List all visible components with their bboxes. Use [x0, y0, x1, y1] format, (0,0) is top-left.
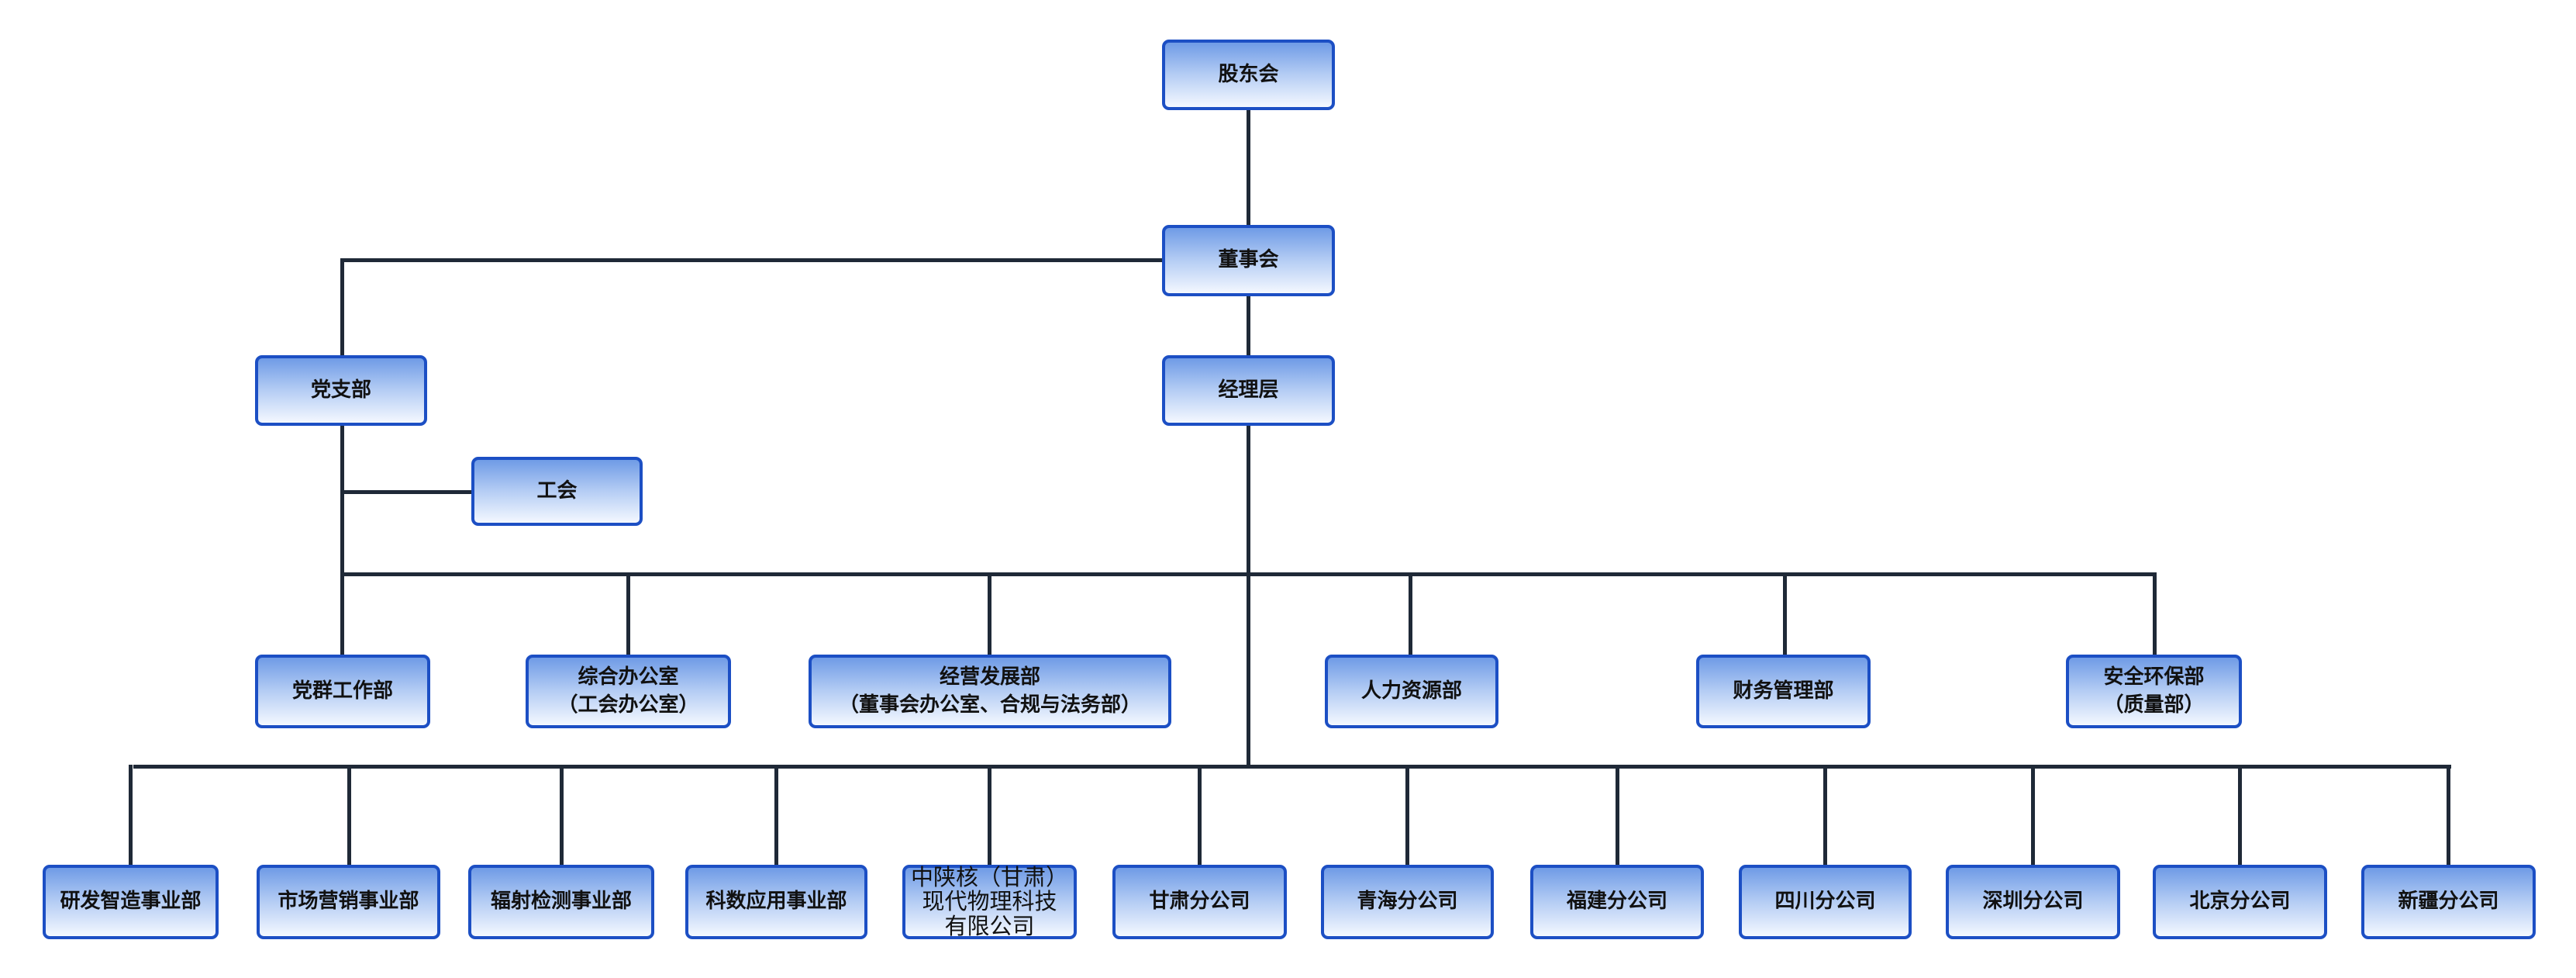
node-label: 人力资源部: [1360, 679, 1462, 703]
connector-unit: [1823, 765, 1827, 865]
node-sublabel: （工会办公室）: [557, 693, 699, 717]
connector-unit: [560, 765, 564, 865]
node-label: 深圳分公司: [1982, 890, 2084, 914]
node-unit-subsidiary: 中陕核（甘肃）现代物理科技有限公司: [902, 865, 1077, 939]
node-unit: 四川分公司: [1739, 865, 1912, 939]
connector-party-trunk: [340, 426, 344, 655]
connector-unit: [1198, 765, 1202, 865]
node-label: 有限公司: [944, 912, 1035, 939]
connector-dept-3: [988, 572, 991, 655]
node-label: 综合办公室: [578, 665, 679, 689]
node-label: 福建分公司: [1566, 890, 1667, 914]
connector-departments-bus: [340, 572, 2157, 576]
node-department: 财务管理部: [1696, 655, 1871, 728]
node-unit: 科数应用事业部: [685, 865, 867, 939]
node-department: 人力资源部: [1325, 655, 1498, 728]
connector-unit: [988, 765, 991, 865]
node-unit: 甘肃分公司: [1112, 865, 1287, 939]
node-unit: 辐射检测事业部: [468, 865, 654, 939]
node-unit: 北京分公司: [2153, 865, 2327, 939]
connector-unit: [1616, 765, 1619, 865]
connector-unit: [1405, 765, 1409, 865]
node-label: 四川分公司: [1774, 890, 1876, 914]
node-union: 工会: [471, 457, 643, 526]
node-label: 董事会: [1218, 248, 1279, 272]
node-management: 经理层: [1162, 355, 1335, 426]
node-label: 股东会: [1218, 62, 1279, 86]
node-party-branch: 党支部: [255, 355, 427, 426]
connector-unit: [347, 765, 351, 865]
connector-dept-2: [626, 572, 630, 655]
connector-board-party: [340, 258, 1164, 262]
connector-unit: [2031, 765, 2035, 865]
node-label: 研发智造事业部: [60, 890, 202, 914]
node-label: 青海分公司: [1357, 890, 1458, 914]
node-label: 市场营销事业部: [278, 890, 419, 914]
node-department: 经营发展部 （董事会办公室、合规与法务部）: [809, 655, 1171, 728]
node-unit: 研发智造事业部: [43, 865, 219, 939]
node-label: 工会: [536, 479, 578, 503]
node-sublabel: （质量部）: [2103, 693, 2205, 717]
connector-unit: [2238, 765, 2242, 865]
connector-dept-5: [1783, 572, 1787, 655]
connector-units-bus: [133, 765, 2451, 769]
node-label: 党支部: [310, 378, 371, 402]
node-label: 经理层: [1218, 378, 1279, 402]
node-label: 科数应用事业部: [705, 890, 847, 914]
node-unit: 深圳分公司: [1946, 865, 2120, 939]
connector-unit: [774, 765, 778, 865]
connector-shareholders-board: [1247, 110, 1250, 225]
node-unit: 新疆分公司: [2361, 865, 2536, 939]
node-unit: 青海分公司: [1321, 865, 1494, 939]
connector-unit: [2447, 765, 2450, 865]
node-label: 新疆分公司: [2398, 890, 2499, 914]
connector-dept-6: [2153, 572, 2157, 655]
node-label: 辐射检测事业部: [490, 890, 632, 914]
node-sublabel: （董事会办公室、合规与法务部）: [838, 693, 1141, 717]
connector-board-management: [1247, 296, 1250, 355]
connector-management-trunk: [1247, 426, 1250, 769]
node-label: 安全环保部: [2103, 665, 2205, 689]
node-label: 北京分公司: [2189, 890, 2291, 914]
node-label: 党群工作部: [291, 679, 393, 703]
connector-dept-4: [1409, 572, 1412, 655]
node-label: 财务管理部: [1733, 679, 1834, 703]
node-unit: 市场营销事业部: [257, 865, 440, 939]
connector-party-down: [340, 258, 344, 355]
connector-party-union: [340, 490, 472, 494]
node-department: 党群工作部: [255, 655, 430, 728]
node-label: 甘肃分公司: [1149, 890, 1250, 914]
node-shareholders: 股东会: [1162, 40, 1335, 110]
connector-unit: [129, 765, 133, 865]
node-department: 安全环保部 （质量部）: [2066, 655, 2242, 728]
node-label: 中陕核（甘肃）: [910, 864, 1068, 891]
node-label: 经营发展部: [939, 665, 1040, 689]
node-label: 现代物理科技: [922, 888, 1057, 915]
node-unit: 福建分公司: [1530, 865, 1704, 939]
node-board: 董事会: [1162, 225, 1335, 296]
node-department: 综合办公室 （工会办公室）: [526, 655, 731, 728]
